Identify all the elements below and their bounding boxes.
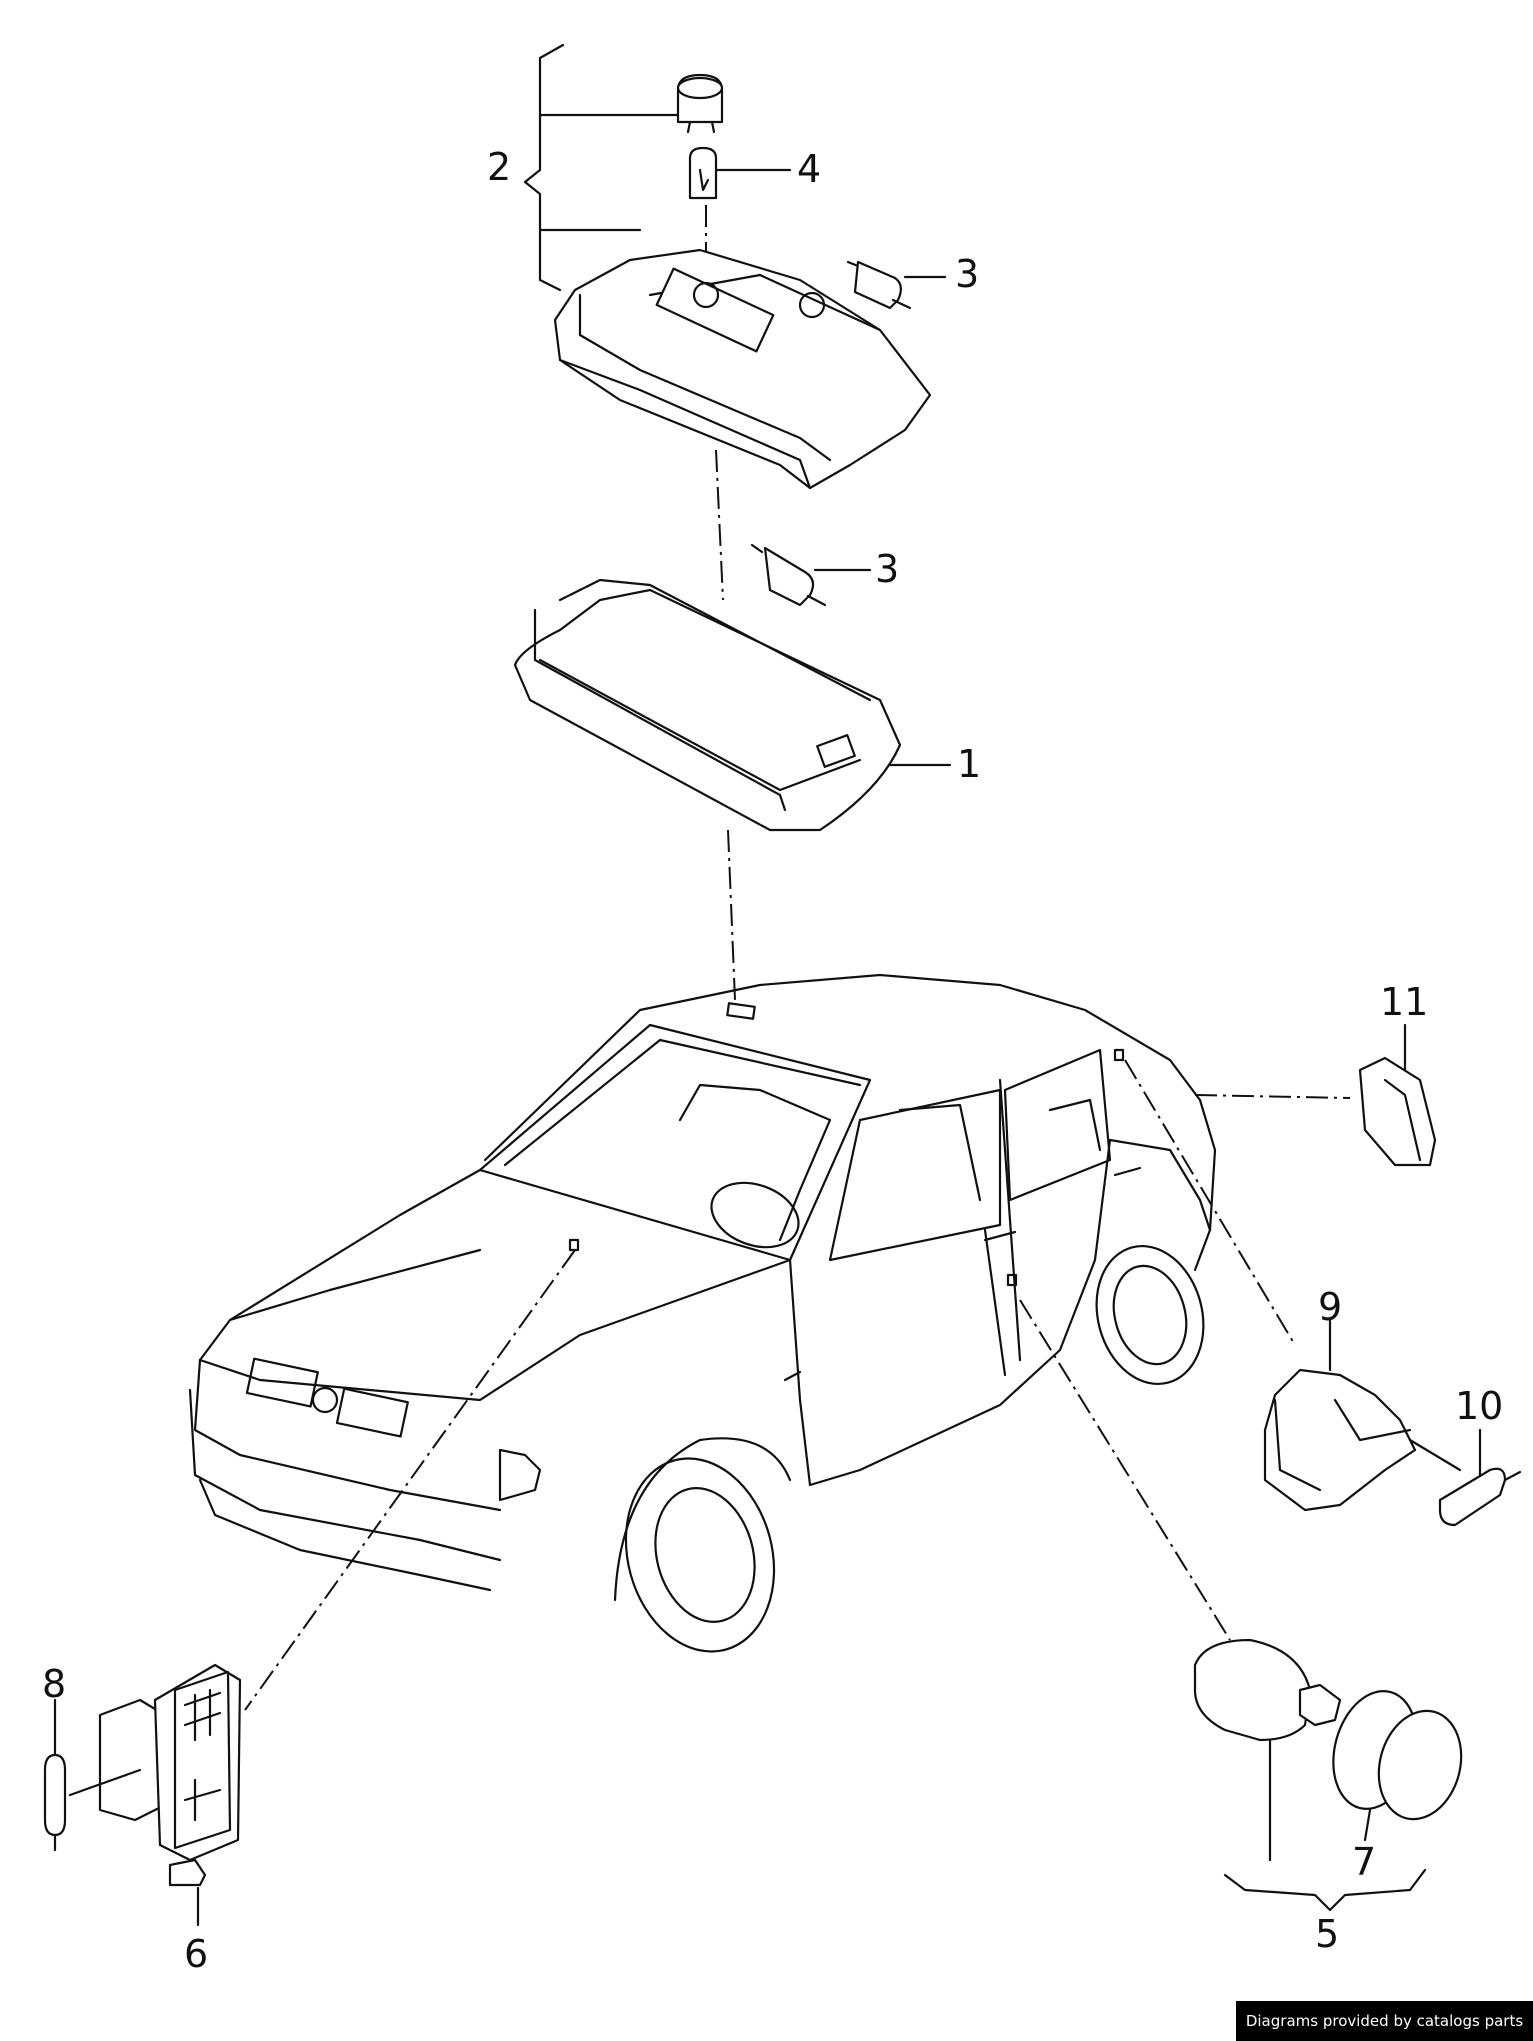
label-part-11: 11 [1380, 980, 1429, 1024]
festoon-bulb-part-10 [1408, 1428, 1522, 1527]
door-contact-part-5 [1193, 1638, 1342, 1862]
wedge-bulb-part-4 [688, 146, 792, 200]
lamp-housing-part-9 [1263, 1318, 1417, 1512]
label-part-1: 1 [957, 742, 982, 786]
label-part-6: 7 [1352, 1840, 1377, 1884]
contact-switch-part-11 [1358, 1023, 1437, 1167]
label-part-7: 6 [184, 1932, 209, 1976]
bracket-2 [523, 43, 692, 292]
lamp-housing-upper [553, 248, 932, 490]
label-part-8: 8 [42, 1662, 67, 1706]
label-part-10: 10 [1455, 1384, 1504, 1428]
label-part-3-middle: 3 [875, 547, 900, 591]
credit-banner: Diagrams provided by catalogs parts [1236, 2001, 1533, 2041]
lamp-lens-part-1 [513, 578, 952, 832]
leader-7 [244, 1249, 576, 1711]
bracket-5 [1223, 1868, 1427, 1912]
festoon-bulb-part-8 [43, 1698, 142, 1852]
rubber-cap-part-6 [1332, 1690, 1463, 1842]
leader-5 [1019, 1299, 1231, 1641]
lamp-cap-part-2 [676, 73, 724, 134]
label-part-9: 9 [1318, 1285, 1343, 1329]
label-part-3-upper: 3 [955, 252, 980, 296]
leader-9 [1124, 1059, 1296, 1346]
car-body [188, 973, 1217, 1653]
label-part-5: 5 [1315, 1912, 1340, 1956]
label-part-2: 2 [487, 145, 512, 189]
label-part-4: 4 [797, 147, 822, 191]
festoon-bulb-part-3-upper [846, 260, 947, 310]
reading-lamp-part-7 [98, 1663, 242, 1927]
festoon-bulb-part-3-middle [750, 543, 872, 607]
leader-11 [1194, 1094, 1351, 1099]
